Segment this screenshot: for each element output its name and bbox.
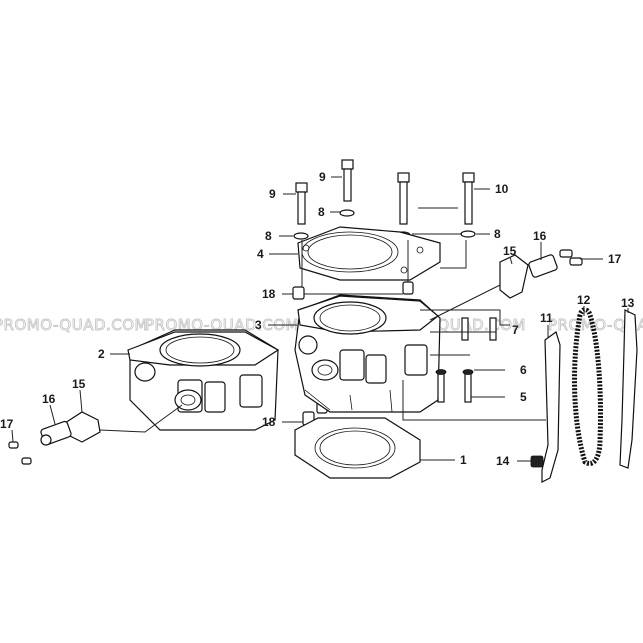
- callout-8-right: 8: [494, 227, 501, 241]
- callout-7: 7: [512, 323, 519, 337]
- callout-12: 12: [577, 293, 591, 307]
- callout-9-left: 9: [269, 187, 276, 201]
- callout-11: 11: [540, 311, 553, 325]
- tensioner-left: [8, 411, 101, 465]
- bolt-10-b: [462, 172, 475, 225]
- chain-tensioner-13: [619, 309, 638, 469]
- tensioner-right: [499, 249, 583, 299]
- leader-lines: [11, 176, 629, 462]
- callout-14: 14: [496, 454, 510, 468]
- callout-9-center: 9: [319, 170, 326, 184]
- callout-5: 5: [520, 390, 527, 404]
- studs-5-6-7: [435, 317, 497, 403]
- callout-13: 13: [621, 296, 635, 310]
- dowel-pins-18: [292, 281, 414, 426]
- chain-guide-11: [541, 331, 561, 483]
- callout-3: 3: [255, 318, 262, 332]
- bolt-9-center: [341, 159, 354, 202]
- callout-1: 1: [460, 453, 467, 467]
- base-gasket: [294, 417, 421, 479]
- callout-8-center: 8: [318, 205, 325, 219]
- cylinder-left: [127, 329, 280, 431]
- callout-8-left: 8: [265, 229, 272, 243]
- cylinder-right: [294, 294, 441, 413]
- watermark-text-4: PROMO-QUAD.COM: [548, 316, 643, 334]
- callout-4: 4: [257, 247, 264, 261]
- callout-labels: 1 2 3 4 5 6 7 8 8 8 9 9 10 11 12 13 14 1…: [0, 170, 635, 468]
- bolt-9-left: [295, 182, 308, 225]
- callout-17-left: 17: [0, 417, 14, 431]
- head-gasket: [297, 226, 441, 281]
- callout-16-left: 16: [42, 392, 56, 406]
- callout-18-top: 18: [262, 287, 276, 301]
- watermark-text-1: PROMO-QUAD.COM: [0, 316, 148, 334]
- callout-18-bottom: 18: [262, 415, 276, 429]
- callout-15-left: 15: [72, 377, 86, 391]
- callout-6: 6: [520, 363, 527, 377]
- callout-15-right: 15: [503, 244, 517, 258]
- plug-14: [530, 455, 544, 468]
- callout-2: 2: [98, 347, 105, 361]
- callout-17-right: 17: [608, 252, 622, 266]
- cam-chain-12: [572, 307, 604, 466]
- callout-10: 10: [495, 182, 509, 196]
- callout-16-right: 16: [533, 229, 547, 243]
- bolt-10-a: [397, 172, 410, 225]
